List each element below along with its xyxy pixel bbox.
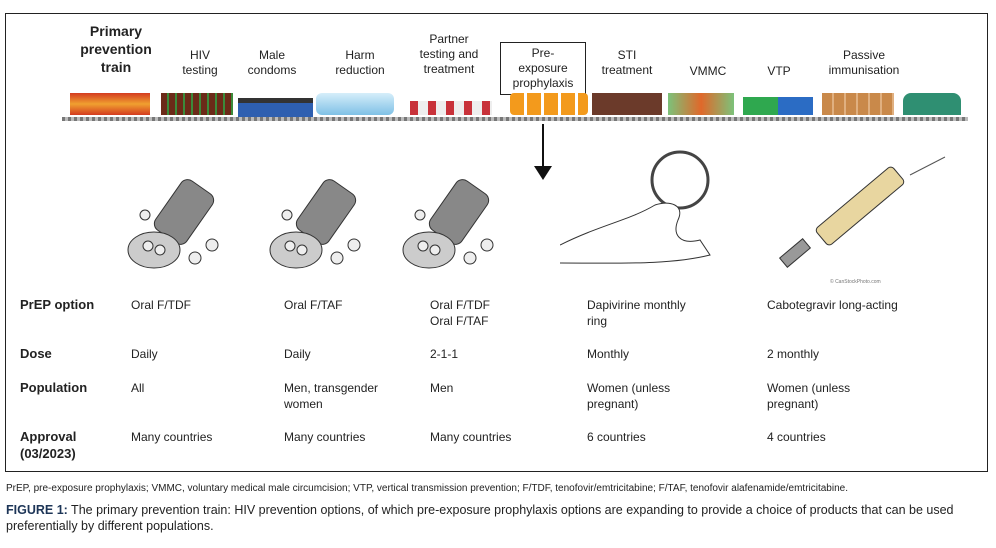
car-label-partner-testing: Partner testing and treatment [419, 32, 479, 76]
cell-population: Men [430, 381, 454, 395]
arrow-head-icon [534, 166, 552, 180]
cell-dose: Monthly [587, 347, 630, 361]
row-header-dose: Dose [20, 346, 52, 361]
cell-population: All [131, 381, 145, 395]
train-car-sti [592, 93, 662, 115]
train-car-last [903, 93, 961, 115]
train-car-harm-reduction [316, 93, 394, 115]
train-car-vmmc [668, 93, 734, 115]
car-label-male-condoms: Male condoms [247, 48, 297, 77]
car-label-hiv-testing: HIV testing [182, 48, 218, 77]
cell-population: Women (unless pregnant) [767, 381, 851, 411]
train-car-prep [510, 93, 588, 115]
cell-option: Oral F/TAF [284, 298, 343, 312]
cell-dose: Daily [284, 347, 311, 361]
car-label-sti-treatment: STI treatment [601, 48, 653, 77]
figure-caption: FIGURE 1: The primary prevention train: … [6, 502, 990, 534]
pill-bottle-image-2 [269, 179, 361, 269]
cell-option: Cabotegravir long-acting [767, 298, 898, 312]
cell-approval: Many countries [284, 430, 366, 444]
train-engine [70, 93, 150, 115]
car-label-harm-reduction: Harm reduction [335, 48, 385, 77]
cell-approval: 4 countries [767, 430, 826, 444]
cell-dose: 2-1-1 [430, 347, 459, 361]
cell-dose: Daily [131, 347, 158, 361]
cell-option: Oral F/TDF [131, 298, 191, 312]
car-label-passive-immunisation: Passive immunisation [828, 48, 900, 77]
cell-population: Women (unless pregnant) [587, 381, 671, 411]
hand-ring-image [560, 150, 711, 264]
cell-approval: 6 countries [587, 430, 646, 444]
caption-label: FIGURE 1: [6, 503, 68, 517]
syringe-image: © CanStockPhoto.com [778, 156, 946, 285]
train-car-partner [410, 101, 492, 115]
pill-bottle-image-1 [127, 179, 219, 269]
train-track [62, 117, 968, 121]
cell-option: Oral F/TDF Oral F/TAF [430, 298, 490, 328]
cell-approval: Many countries [131, 430, 213, 444]
row-header-population: Population [20, 380, 88, 395]
cell-dose: 2 monthly [767, 347, 820, 361]
caption-text: The primary prevention train: HIV preven… [6, 503, 954, 533]
train-car-hiv-testing [161, 93, 233, 115]
car-label-vmmc: VMMC [689, 64, 727, 78]
cell-option: Dapivirine monthly ring [587, 298, 686, 328]
figure-footnote: PrEP, pre-exposure prophylaxis; VMMC, vo… [6, 483, 848, 494]
watermark-text: © CanStockPhoto.com [830, 278, 881, 285]
arrow-down [542, 124, 544, 170]
figure-frame [5, 13, 988, 472]
car-label-prep: Pre-exposure prophylaxis [500, 42, 586, 95]
train-car-passive [822, 93, 894, 115]
train-car-condoms [238, 98, 313, 120]
cell-population: Men, transgender women [284, 381, 379, 411]
pill-bottle-image-3 [402, 179, 494, 269]
train-car-vtp [743, 97, 813, 115]
row-header-approval: Approval (03/2023) [20, 429, 77, 461]
train-title: Primary prevention train [80, 23, 152, 75]
row-header-prep-option: PrEP option [20, 297, 95, 312]
car-label-vtp: VTP [767, 64, 791, 78]
cell-approval: Many countries [430, 430, 512, 444]
